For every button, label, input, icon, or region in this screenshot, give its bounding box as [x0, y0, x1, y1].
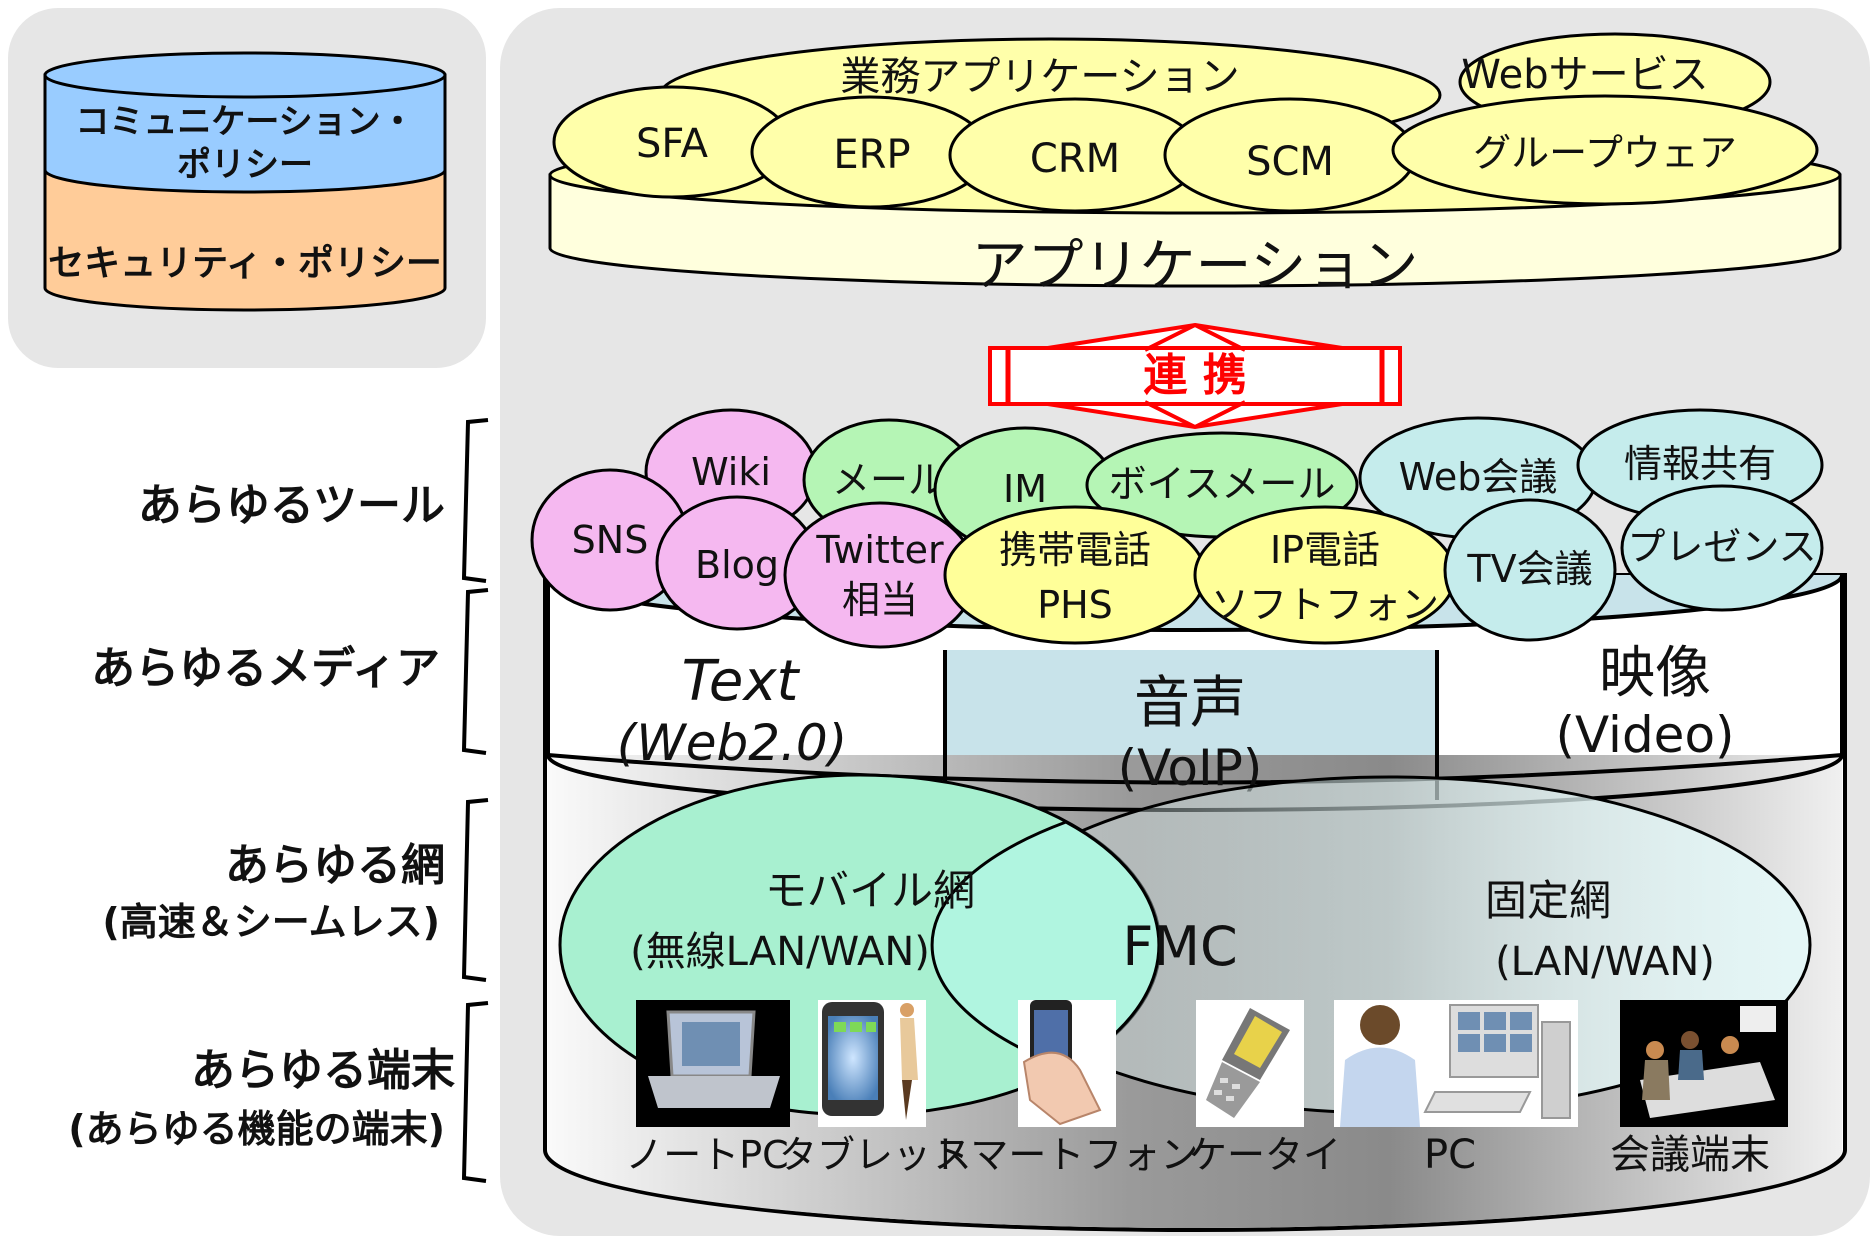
label-all-tools: あらゆるツール: [138, 480, 445, 531]
app-scm: SCM: [1163, 97, 1417, 213]
tablet-image: [818, 1000, 926, 1127]
app-groupware-label: グループウェア: [1473, 131, 1737, 175]
tool-mobile-phone: 携帯電話 PHS: [943, 505, 1207, 645]
tool-info-sharing-label: 情報共有: [1624, 442, 1776, 486]
feature-phone-image: [1196, 1000, 1304, 1127]
label-all-terminals-sub: (あらゆる機能の端末): [68, 1107, 445, 1151]
media-video-label: 映像: [1599, 641, 1711, 706]
tool-voicemail-label: ボイスメール: [1109, 462, 1336, 506]
tool-blog-label: Blog: [695, 543, 779, 587]
tool-mobile-phone-sub: PHS: [1037, 583, 1113, 627]
tool-sns-label: SNS: [572, 518, 649, 562]
app-groupware: グループウェア: [1391, 94, 1819, 206]
label-all-media: あらゆるメディア: [91, 643, 440, 694]
security-policy-cylinder: セキュリティ・ポリシー: [43, 168, 447, 312]
terminal-conference-label: 会議端末: [1610, 1132, 1770, 1178]
tools: Wiki メール IM ボイスメール Web会議 情報共有 SNS Blog: [530, 408, 1824, 649]
application-title: アプリケーション: [972, 234, 1419, 299]
media-video-sub: (Video): [1555, 706, 1734, 764]
label-all-networks: あらゆる網: [225, 840, 445, 891]
link-label: 連 携: [1143, 350, 1246, 401]
application-layer: アプリケーション 業務アプリケーション Webサービス SFA ERP CRM …: [548, 32, 1842, 299]
smartphone-image: [1018, 1000, 1116, 1127]
app-erp-label: ERP: [833, 132, 910, 178]
tool-presence: プレゼンス: [1620, 484, 1824, 612]
media-voice-label: 音声: [1134, 671, 1246, 736]
mobile-network-label: モバイル網: [765, 866, 975, 915]
tool-mobile-phone-label: 携帯電話: [999, 528, 1151, 572]
app-crm-label: CRM: [1030, 136, 1120, 182]
terminal-laptop-label: ノートPC: [625, 1133, 788, 1177]
mobile-network-sub: (無線LAN/WAN): [630, 929, 930, 975]
business-apps-label: 業務アプリケーション: [840, 54, 1239, 100]
tool-presence-label: プレゼンス: [1627, 525, 1816, 569]
communication-policy-cylinder: コミュニケーション・ ポリシー: [43, 51, 447, 194]
app-scm-label: SCM: [1246, 139, 1334, 185]
label-all-networks-sub: (高速＆シームレス): [102, 900, 440, 944]
tool-tv-conference-label: TV会議: [1466, 547, 1592, 591]
terminal-smartphone-label: スマートフォン: [934, 1133, 1199, 1177]
link-arrow: 連 携: [988, 322, 1402, 430]
tool-mail-label: メール: [832, 458, 946, 502]
terminal-labels: ノートPC タブレット スマートフォン ケータイ PC 会議端末: [625, 1132, 1770, 1178]
terminal-images: [636, 1000, 1788, 1127]
fixed-network-label: 固定網: [1485, 876, 1611, 925]
security-policy-label: セキュリティ・ポリシー: [48, 242, 442, 284]
tool-twitter-sub: 相当: [842, 578, 918, 622]
terminal-feature-phone-label: ケータイ: [1189, 1133, 1341, 1177]
label-all-terminals: あらゆる端末: [191, 1045, 455, 1096]
app-crm: CRM: [948, 97, 1202, 213]
tool-twitter-label: Twitter: [815, 528, 944, 572]
media-band: [546, 573, 1844, 812]
tool-im-label: IM: [1003, 467, 1047, 511]
media-text-sub: (Web2.0): [617, 714, 847, 772]
fmc-label: FMC: [1122, 915, 1237, 978]
media-text-label: Text: [682, 649, 801, 714]
communication-policy-label-line1: コミュニケーション・: [75, 102, 414, 142]
tool-twitter: Twitter 相当: [783, 501, 977, 649]
media-labels: Text (Web2.0) 音声 (VoIP) 映像 (Video): [617, 641, 1735, 797]
tool-ip-phone-sub: ソフトフォン: [1211, 583, 1439, 627]
tool-web-conference-label: Web会議: [1399, 455, 1558, 499]
tool-ip-phone-label: IP電話: [1270, 528, 1380, 572]
conference-terminal-image: [1620, 1000, 1788, 1127]
left-labels: あらゆるツール あらゆるメディア あらゆる網 (高速＆シームレス) あらゆる端末…: [68, 418, 489, 1183]
policy-panel: セキュリティ・ポリシー コミュニケーション・ ポリシー: [8, 8, 486, 368]
laptop-image: [636, 1000, 790, 1127]
bracket-lines: [461, 418, 489, 1183]
tool-ip-phone: IP電話 ソフトフォン: [1193, 505, 1457, 645]
communication-policy-label-line2: ポリシー: [177, 145, 313, 185]
pc-image: [1334, 1000, 1578, 1127]
tool-tv-conference: TV会議: [1443, 498, 1617, 642]
terminal-tablet-label: タブレット: [779, 1133, 969, 1177]
terminal-pc-label: PC: [1424, 1132, 1476, 1178]
tool-wiki-label: Wiki: [691, 450, 771, 494]
app-sfa-label: SFA: [636, 121, 709, 167]
fixed-network-sub: (LAN/WAN): [1495, 939, 1715, 985]
web-services-label: Webサービス: [1461, 52, 1708, 98]
